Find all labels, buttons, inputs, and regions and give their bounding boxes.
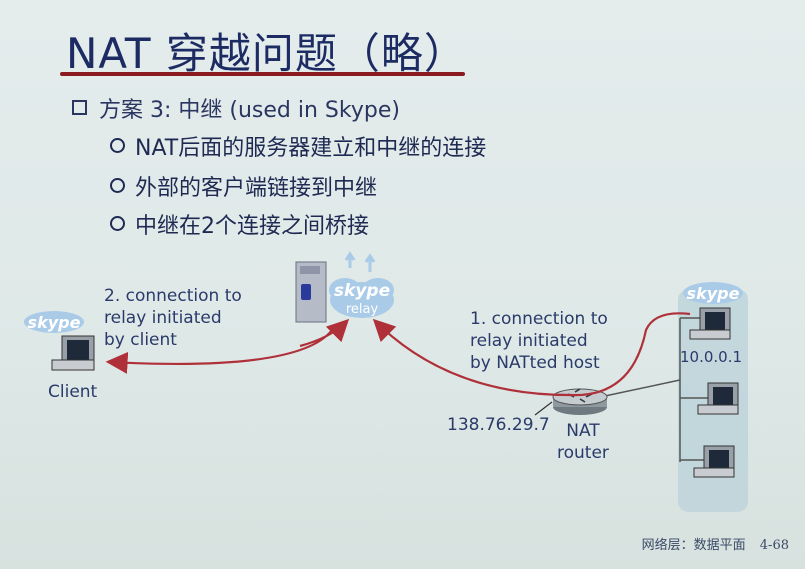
host-computer-icon bbox=[693, 445, 735, 478]
conn2-label: 2. connection to relay initiated by clie… bbox=[104, 286, 242, 350]
sub-bullet: NAT后面的服务器建立和中继的连接 bbox=[110, 130, 486, 162]
main-bullet: 方案 3: 中继 (used in Skype) bbox=[72, 92, 400, 124]
client-computer-icon bbox=[51, 335, 95, 371]
circle-bullet-icon bbox=[110, 178, 125, 193]
host-computer-icon bbox=[697, 382, 739, 415]
relay-server-icon bbox=[295, 261, 327, 323]
sub-bullet-text: 外部的客户端链接到中继 bbox=[135, 176, 378, 201]
footer-page-number: 4-68 bbox=[759, 538, 789, 553]
sub-bullet: 中继在2个连接之间桥接 bbox=[110, 208, 369, 240]
slide-footer: 网络层：数据平面 4-68 bbox=[642, 534, 789, 553]
square-bullet-icon bbox=[72, 100, 87, 115]
relay-cloud-icon bbox=[329, 251, 394, 318]
lan-links bbox=[604, 317, 710, 462]
title-underline bbox=[60, 72, 465, 76]
host-skype-logo: skype bbox=[687, 284, 740, 303]
connection-arrow-client bbox=[105, 329, 333, 374]
relay-skype-logo: skype bbox=[334, 281, 390, 301]
host-skype-cloud bbox=[683, 282, 743, 304]
connection-arrow-client-to-relay bbox=[299, 318, 350, 348]
sub-bullet: 外部的客户端链接到中继 bbox=[110, 170, 377, 202]
footer-section: 网络层：数据平面 bbox=[641, 538, 746, 553]
client-skype-cloud bbox=[24, 311, 84, 333]
sub-bullet-text: 中继在2个连接之间桥接 bbox=[135, 214, 369, 239]
slide-title: NAT 穿越问题（略） bbox=[66, 29, 467, 78]
host-computer-icon bbox=[689, 307, 731, 340]
private-ip-label: 10.0.0.1 bbox=[680, 348, 743, 366]
main-bullet-text: 方案 3: 中继 (used in Skype) bbox=[99, 98, 400, 123]
conn1-label: 1. connection to relay initiated by NATt… bbox=[470, 309, 608, 373]
circle-bullet-icon bbox=[110, 138, 125, 153]
ip-pointer bbox=[534, 401, 553, 416]
nat-router-label: NAT router bbox=[557, 421, 609, 463]
client-label: Client bbox=[48, 382, 98, 402]
sub-bullet-text: NAT后面的服务器建立和中继的连接 bbox=[135, 136, 487, 161]
circle-bullet-icon bbox=[110, 216, 125, 231]
public-ip-label: 138.76.29.7 bbox=[447, 415, 550, 435]
relay-label: relay bbox=[346, 302, 379, 317]
connection-arrow-host bbox=[372, 312, 691, 397]
client-skype-logo: skype bbox=[28, 313, 81, 332]
